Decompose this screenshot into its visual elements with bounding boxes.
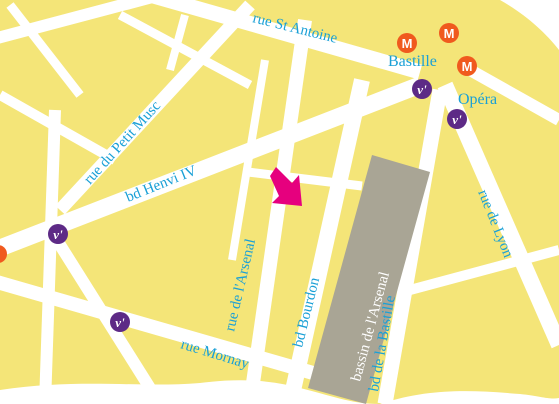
map-bottom-right-edge xyxy=(380,391,559,404)
road-lower-right xyxy=(408,245,559,295)
metro-icon: M xyxy=(397,33,417,53)
road-bd-de-la-bastille xyxy=(377,88,448,404)
velib-letter: v' xyxy=(53,227,63,242)
road-bastille-east xyxy=(467,64,559,126)
road-minor-3 xyxy=(117,11,253,89)
metro-icon: M xyxy=(457,56,477,76)
road-rue-de-l-arsenal xyxy=(243,19,312,404)
velib-letter: v' xyxy=(417,82,427,97)
velib-letter: v' xyxy=(452,112,462,127)
road-minor-4 xyxy=(166,13,189,72)
label-opera: Opéra xyxy=(458,91,497,108)
metro-letter: M xyxy=(444,26,455,41)
bassin-de-l-arsenal: bassin de l'Arsenal xyxy=(308,155,430,404)
road-minor-2 xyxy=(6,2,84,98)
road-left-vertical xyxy=(39,109,61,404)
metro-letter: M xyxy=(462,59,473,74)
velib-icon: v' xyxy=(412,79,432,99)
velib-icon: v' xyxy=(110,312,130,332)
road-arsenal-side xyxy=(228,59,269,261)
road-rue-st-antoine xyxy=(147,0,423,80)
map-bottom-edge xyxy=(0,380,380,404)
label-bastille: Bastille xyxy=(388,53,437,70)
road-rue-mornay xyxy=(0,273,322,382)
metro-letter: M xyxy=(402,36,413,51)
road-rue-du-petit-musc xyxy=(55,0,255,215)
road-cross-street xyxy=(247,167,363,191)
destination-arrow-icon xyxy=(270,167,302,206)
road-upper-left-diagonal xyxy=(0,0,162,46)
road-rue-de-lyon xyxy=(437,81,559,349)
metro-icon-partial xyxy=(0,245,7,263)
road-bd-bourdon xyxy=(282,78,370,404)
velib-icon: v' xyxy=(48,224,68,244)
velib-icon: v' xyxy=(447,109,467,129)
velib-letter: v' xyxy=(115,315,125,330)
metro-icon: M xyxy=(439,23,459,43)
